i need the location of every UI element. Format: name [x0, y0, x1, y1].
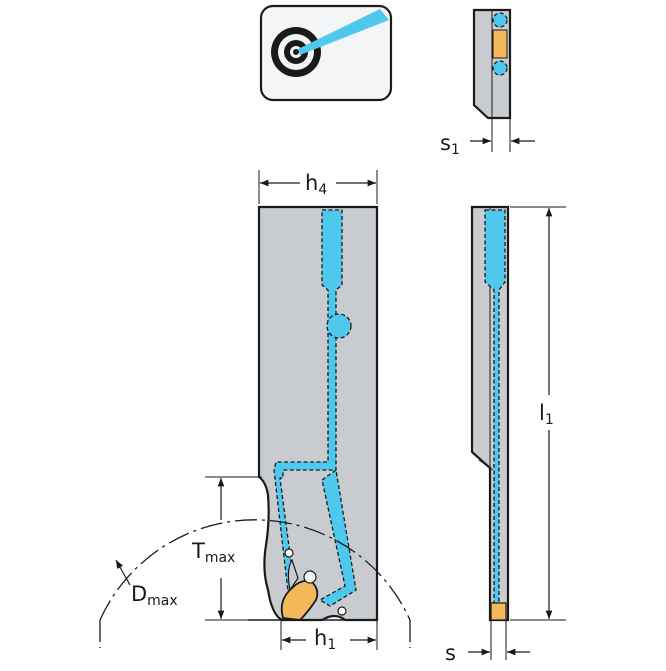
dim-label-h4: h4 — [305, 171, 327, 198]
blade-body — [257, 205, 379, 622]
dim-label-s: s — [445, 641, 456, 665]
clamp-finger — [287, 558, 299, 592]
top-side-view: s1 — [440, 8, 535, 158]
coolant-target-icon — [259, 4, 393, 102]
dim-label-tmax: Tmax — [191, 539, 235, 566]
coolant-channel-main — [273, 209, 343, 601]
screw-hole-upper — [284, 548, 294, 558]
coolant-port — [326, 313, 352, 339]
dim-label-l1: l1 — [539, 401, 554, 428]
workpiece-arc — [99, 519, 411, 621]
main-front-view: h4 Tmax Dmax h1 — [99, 170, 411, 653]
side-insert — [490, 602, 507, 621]
dim-label-s1: s1 — [440, 131, 460, 158]
target-center — [293, 49, 299, 55]
main-side-view: l1 s — [445, 205, 566, 665]
dim-label-h1: h1 — [314, 626, 336, 653]
dim-label-dmax: Dmax — [131, 582, 178, 609]
screw-hole-lower — [337, 606, 347, 616]
coolant-jet — [298, 9, 389, 55]
coolant-channel-branch — [318, 468, 357, 607]
